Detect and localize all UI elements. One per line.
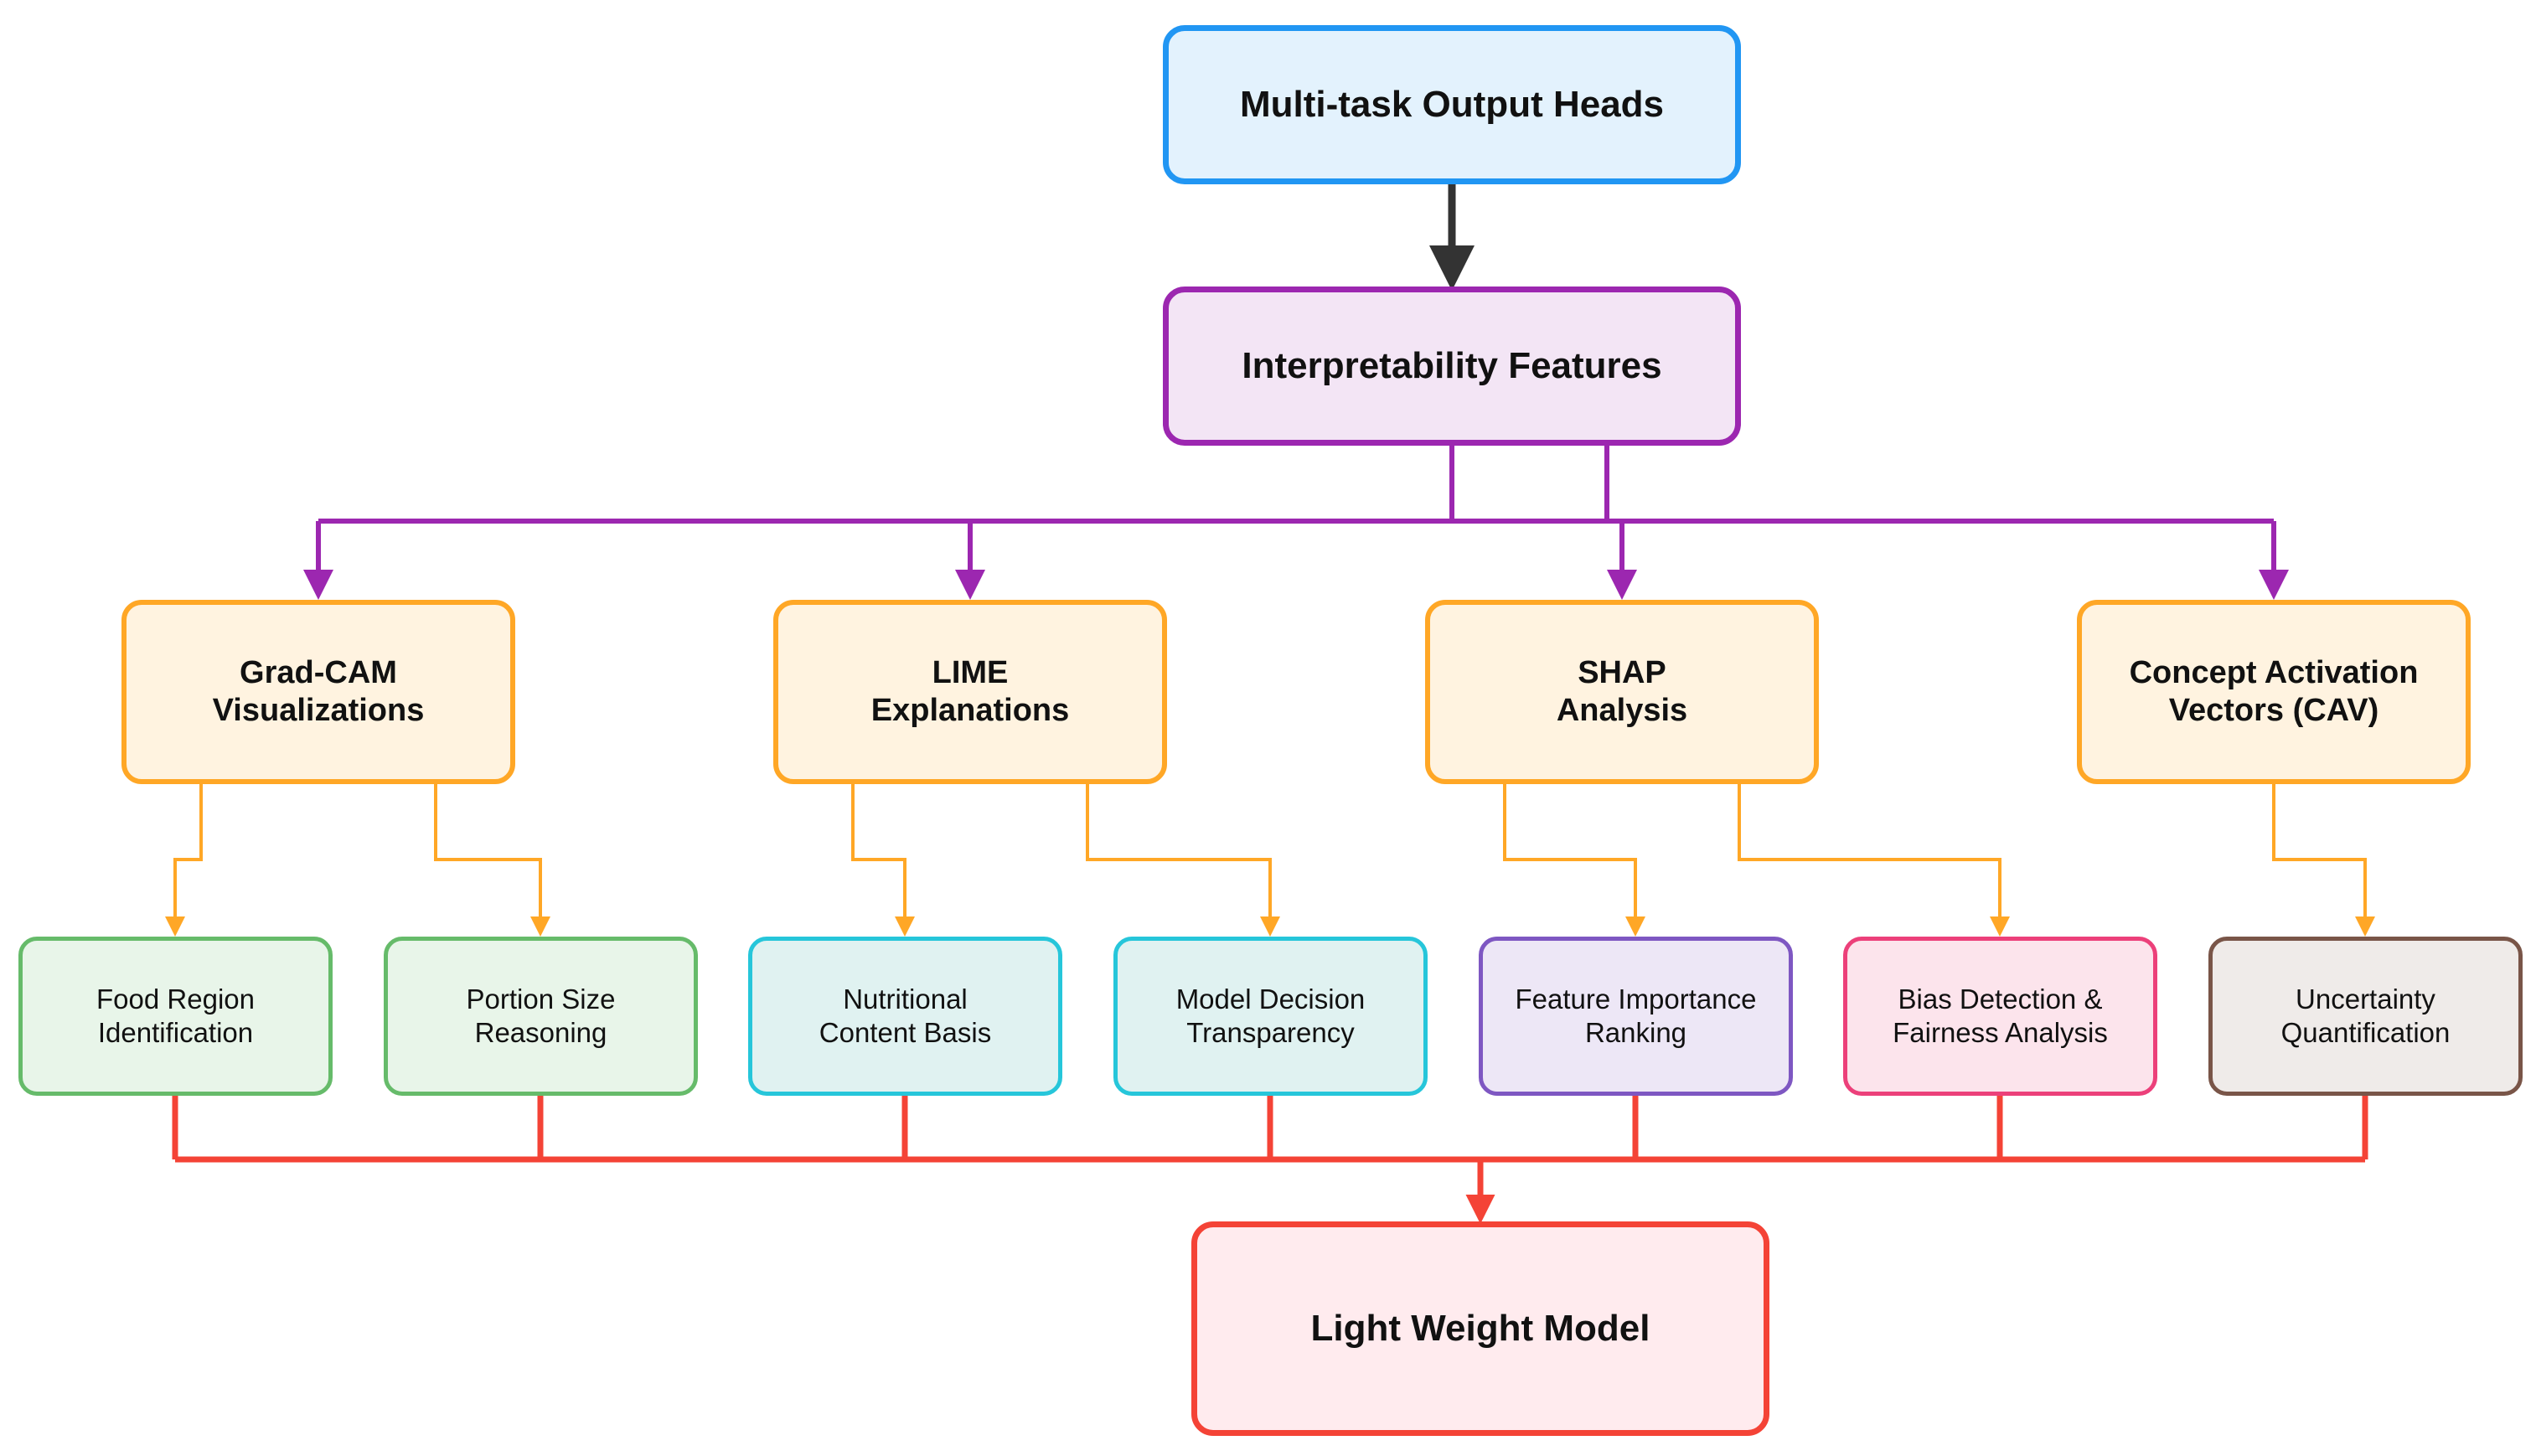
arrow-gradcam-to-food [165,784,203,937]
arrow-cav-to-uncert [2272,784,2375,937]
node-label: Concept Activation Vectors (CAV) [2129,655,2419,728]
node-label: Model Decision Transparency [1175,983,1366,1048]
purple-connectors [303,446,2289,600]
node-label: SHAP Analysis [1556,655,1688,728]
node-cav: Concept Activation Vectors (CAV) [2077,600,2471,784]
node-shap: SHAP Analysis [1425,600,1819,784]
node-portion-size-reasoning: Portion Size Reasoning [384,937,698,1096]
node-food-region-identification: Food Region Identification [18,937,333,1096]
node-nutritional-content-basis: Nutritional Content Basis [748,937,1062,1096]
node-light-weight-model: Light Weight Model [1191,1221,1769,1436]
arrow-lime-to-decision [1086,784,1280,937]
node-interpretability-features: Interpretability Features [1163,287,1741,446]
node-lime: LIME Explanations [773,600,1167,784]
orange-connectors [165,784,2375,937]
node-label: Multi-task Output Heads [1239,83,1665,125]
node-label: Uncertainty Quantification [2280,983,2451,1048]
node-label: Portion Size Reasoning [466,983,616,1048]
node-uncertainty-quantification: Uncertainty Quantification [2208,937,2523,1096]
node-label: Food Region Identification [96,983,255,1048]
node-multi-task-output-heads: Multi-task Output Heads [1163,25,1741,184]
node-grad-cam: Grad-CAM Visualizations [121,600,515,784]
arrow-gradcam-to-portion [434,784,550,937]
node-label: Grad-CAM Visualizations [212,655,425,728]
node-bias-detection-fairness: Bias Detection & Fairness Analysis [1843,937,2157,1096]
red-connectors [172,1096,2368,1224]
arrow-shap-to-feature [1503,784,1645,937]
arrow-lime-to-nutri [851,784,915,937]
node-feature-importance-ranking: Feature Importance Ranking [1479,937,1793,1096]
node-label: Bias Detection & Fairness Analysis [1893,983,2108,1048]
node-label: Interpretability Features [1242,344,1662,386]
node-label: Feature Importance Ranking [1515,983,1757,1048]
node-label: Light Weight Model [1310,1307,1650,1349]
node-label: LIME Explanations [870,655,1070,728]
arrow-shap-to-bias [1738,784,2010,937]
node-model-decision-transparency: Model Decision Transparency [1113,937,1428,1096]
node-label: Nutritional Content Basis [819,983,992,1048]
